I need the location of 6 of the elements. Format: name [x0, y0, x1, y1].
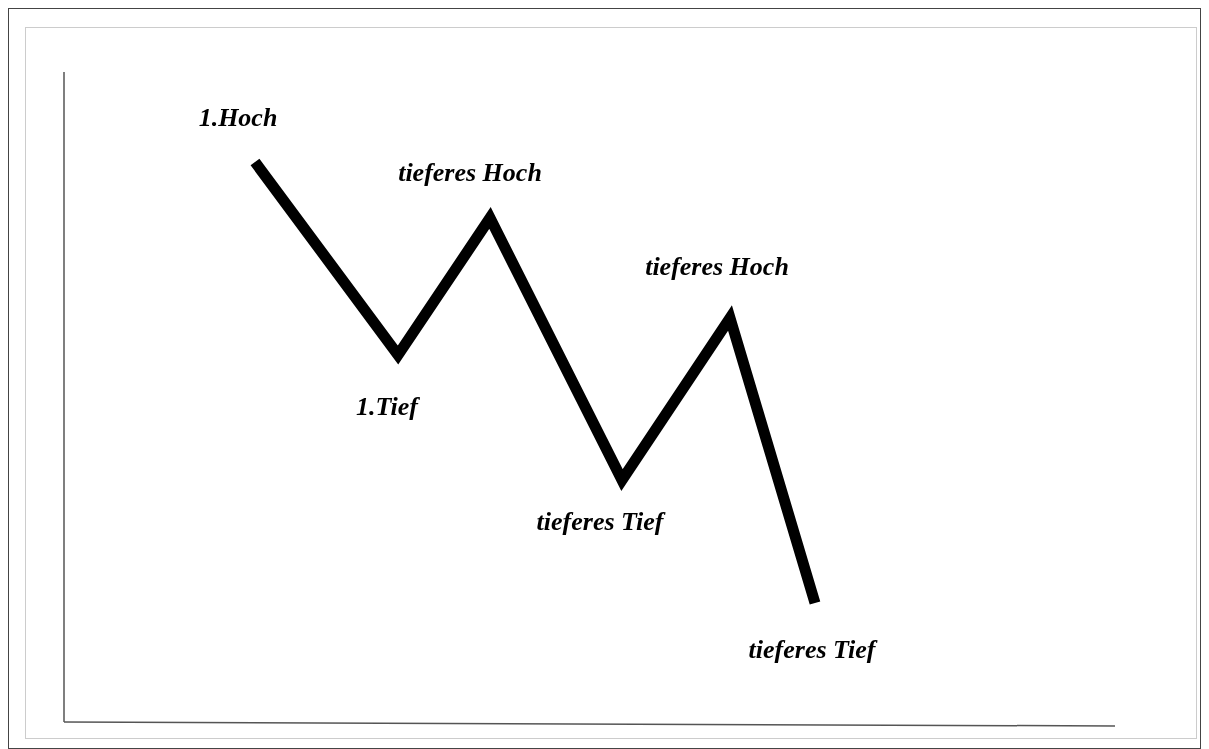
point-label: tieferes Tief [748, 637, 876, 663]
point-label: 1.Hoch [198, 105, 278, 131]
point-label: 1.Tief [356, 394, 418, 420]
point-label: tieferes Hoch [645, 254, 789, 280]
point-label: tieferes Hoch [398, 160, 542, 186]
point-label: tieferes Tief [536, 509, 664, 535]
